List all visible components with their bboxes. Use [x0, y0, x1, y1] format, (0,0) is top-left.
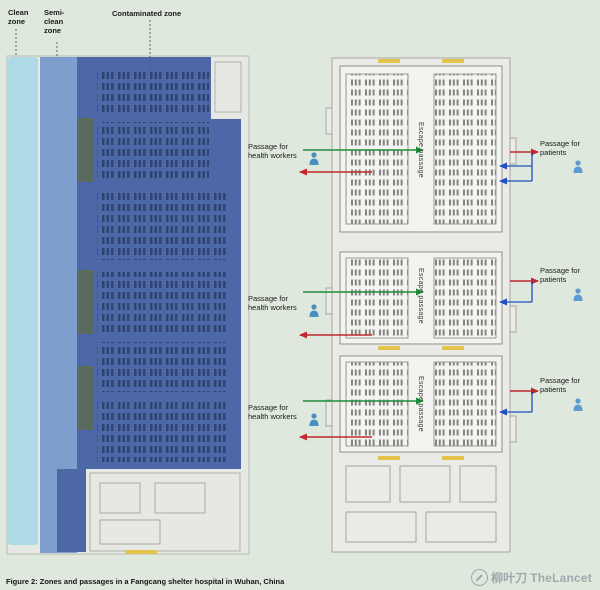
yellow-marker	[125, 550, 157, 554]
room-outline	[345, 465, 391, 503]
yellow-marker	[442, 456, 464, 460]
bed-rows	[97, 402, 227, 462]
clean-zone-area	[8, 57, 38, 545]
patient-passage-label-3: Passage for patients	[540, 376, 581, 395]
health-worker-icon	[308, 152, 320, 166]
bed-rows	[97, 342, 227, 392]
patient-icon	[572, 160, 584, 174]
patient-passage-label-1: Passage for patients	[540, 139, 581, 158]
bed-rows	[97, 122, 209, 178]
yellow-marker	[378, 59, 400, 63]
clean-zone-label: Clean zone	[8, 8, 29, 26]
contaminated-zone-label: Contaminated zone	[112, 9, 182, 18]
service-block	[77, 366, 94, 430]
service-block	[77, 270, 94, 334]
health-worker-icon	[308, 304, 320, 318]
bed-grid	[433, 73, 497, 225]
service-block	[77, 118, 94, 182]
escape-passage-label-1: Escape passage	[417, 122, 424, 178]
escape-passage-label-2: Escape passage	[417, 268, 424, 324]
health-worker-passage-label-1: Passage for health workers	[248, 142, 297, 161]
patient-icon	[572, 288, 584, 302]
patient-passage-label-2: Passage for patients	[540, 266, 581, 285]
stair-bump	[325, 107, 333, 135]
watermark-cn-text: 柳叶刀	[491, 571, 528, 585]
figure-caption: Figure 2: Zones and passages in a Fangca…	[6, 577, 285, 586]
bed-rows	[97, 272, 227, 332]
health-worker-icon	[308, 413, 320, 427]
watermark-en-text: TheLancet	[530, 570, 592, 585]
room-outline	[99, 519, 161, 545]
patient-icon	[572, 398, 584, 412]
health-worker-passage-label-2: Passage for health workers	[248, 294, 297, 313]
bed-grid	[345, 73, 409, 225]
stair-bump	[509, 137, 517, 165]
room-outline	[425, 511, 497, 543]
stair-bump	[509, 415, 517, 443]
yellow-marker	[442, 346, 464, 350]
stair-bump	[509, 305, 517, 333]
bed-rows	[97, 70, 209, 112]
stair-bump	[325, 399, 333, 427]
left-floorplan	[6, 55, 250, 555]
bed-grid	[433, 361, 497, 447]
lancet-watermark: 柳叶刀 TheLancet	[471, 569, 592, 586]
bed-rows	[97, 190, 227, 260]
contaminated-corridor-lower	[57, 469, 86, 552]
bed-grid	[345, 361, 409, 447]
yellow-marker	[378, 346, 400, 350]
room-outline	[345, 511, 417, 543]
yellow-marker	[378, 456, 400, 460]
lancet-logo-icon	[471, 569, 489, 586]
room-outline	[399, 465, 451, 503]
escape-passage-label-3: Escape passage	[417, 376, 424, 432]
right-floorplan	[325, 57, 517, 553]
lower-plan-area	[89, 472, 241, 552]
health-worker-passage-label-3: Passage for health workers	[248, 403, 297, 422]
bed-grid	[433, 257, 497, 339]
left-plan-room	[214, 61, 242, 113]
bed-grid	[345, 257, 409, 339]
yellow-marker	[442, 59, 464, 63]
room-outline	[459, 465, 497, 503]
stair-bump	[325, 287, 333, 315]
semi-clean-zone-label: Semi-clean zone	[44, 8, 65, 35]
room-outline	[99, 482, 141, 514]
room-outline	[154, 482, 206, 514]
